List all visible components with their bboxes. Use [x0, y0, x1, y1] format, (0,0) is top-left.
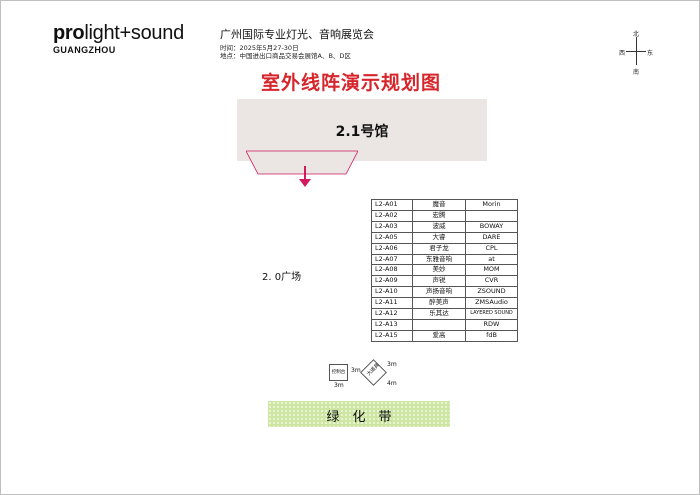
booth-brand: Morin — [465, 199, 518, 211]
booth-company: 声扬音响 — [412, 286, 466, 299]
booth-company: 宏腾 — [412, 209, 466, 222]
booth-id: L2-A05 — [371, 231, 413, 244]
booth-brand: fdB — [465, 329, 518, 342]
booth-brand: MOM — [465, 264, 518, 277]
booth-id: L2-A13 — [371, 318, 413, 331]
event-title: 广州国际专业灯光、音响展览会 — [220, 28, 374, 41]
booth-brand: CVR — [465, 275, 518, 288]
control-booth-depth: 3m — [334, 382, 344, 389]
booth-id: L2-A06 — [371, 242, 413, 255]
booth-company: 爱高 — [412, 329, 466, 342]
compass-north: 北 — [633, 31, 640, 38]
compass-horizontal-line — [626, 51, 646, 52]
booth-brand: at — [465, 253, 518, 266]
booth-id: L2-A15 — [371, 329, 413, 342]
hall-entrance-outline — [246, 150, 358, 175]
booth-brand — [465, 209, 518, 222]
booth-brand: BOWAY — [465, 220, 518, 233]
plaza-label: 2. 0广场 — [262, 272, 302, 283]
event-time: 时间：2025年5月27-30日 — [220, 44, 299, 52]
booth-company: 醉美声 — [412, 297, 466, 310]
booth-id: L2-A03 — [371, 220, 413, 233]
stage-prop-depth: 4m — [387, 380, 397, 387]
booth-company: 美妙 — [412, 264, 466, 277]
stage-prop-width: 3m — [387, 361, 397, 368]
booth-company — [412, 318, 466, 331]
booth-company: 波威 — [412, 220, 466, 233]
booth-brand: DARE — [465, 231, 518, 244]
compass-west: 西 — [619, 50, 626, 57]
prolight-sound-logo: prolight+sound — [53, 23, 184, 43]
booth-company: 声锐 — [412, 275, 466, 288]
booth-id: L2-A10 — [371, 286, 413, 299]
booth-company: 乐其达 — [412, 308, 466, 320]
booth-brand: ZSOUND — [465, 286, 518, 299]
logo-city: GUANGZHOU — [53, 45, 116, 55]
booth-brand: CPL — [465, 242, 518, 255]
compass-east: 东 — [647, 50, 654, 57]
green-belt-label: 绿化带 — [326, 410, 405, 425]
control-booth: 控制台 — [329, 364, 348, 381]
logo-part2: light+sound — [84, 22, 184, 44]
booth-company: 君子龙 — [412, 242, 466, 255]
booth-brand: ZMSAudio — [465, 297, 518, 310]
booth-brand: RDW — [465, 318, 518, 331]
hall-label: 2.1号馆 — [335, 124, 389, 140]
booth-company: 魔音 — [412, 199, 466, 211]
compass-south: 南 — [633, 69, 640, 76]
plan-title: 室外线阵演示规划图 — [260, 72, 441, 94]
booth-id: L2-A11 — [371, 297, 413, 310]
down-arrow-icon — [299, 166, 311, 187]
booth-id: L2-A12 — [371, 308, 413, 320]
booth-row: L2-A13 RDW — [371, 318, 518, 331]
booth-id: L2-A09 — [371, 275, 413, 288]
event-venue: 地点：中国进出口商品交易会展馆A、B、D区 — [220, 52, 351, 60]
booth-id: L2-A01 — [371, 199, 413, 211]
booth-brand: LAYERED SOUND — [465, 308, 518, 320]
booth-id: L2-A07 — [371, 253, 413, 266]
booth-id: L2-A02 — [371, 209, 413, 222]
booth-company: 大睿 — [412, 231, 466, 244]
compass-icon: 北 南 西 东 — [619, 29, 655, 79]
logo-part1: pro — [53, 22, 85, 44]
booth-id: L2-A08 — [371, 264, 413, 277]
green-belt — [268, 401, 450, 427]
control-booth-width: 3m — [351, 367, 361, 374]
booth-company: 东雅音响 — [412, 253, 466, 266]
